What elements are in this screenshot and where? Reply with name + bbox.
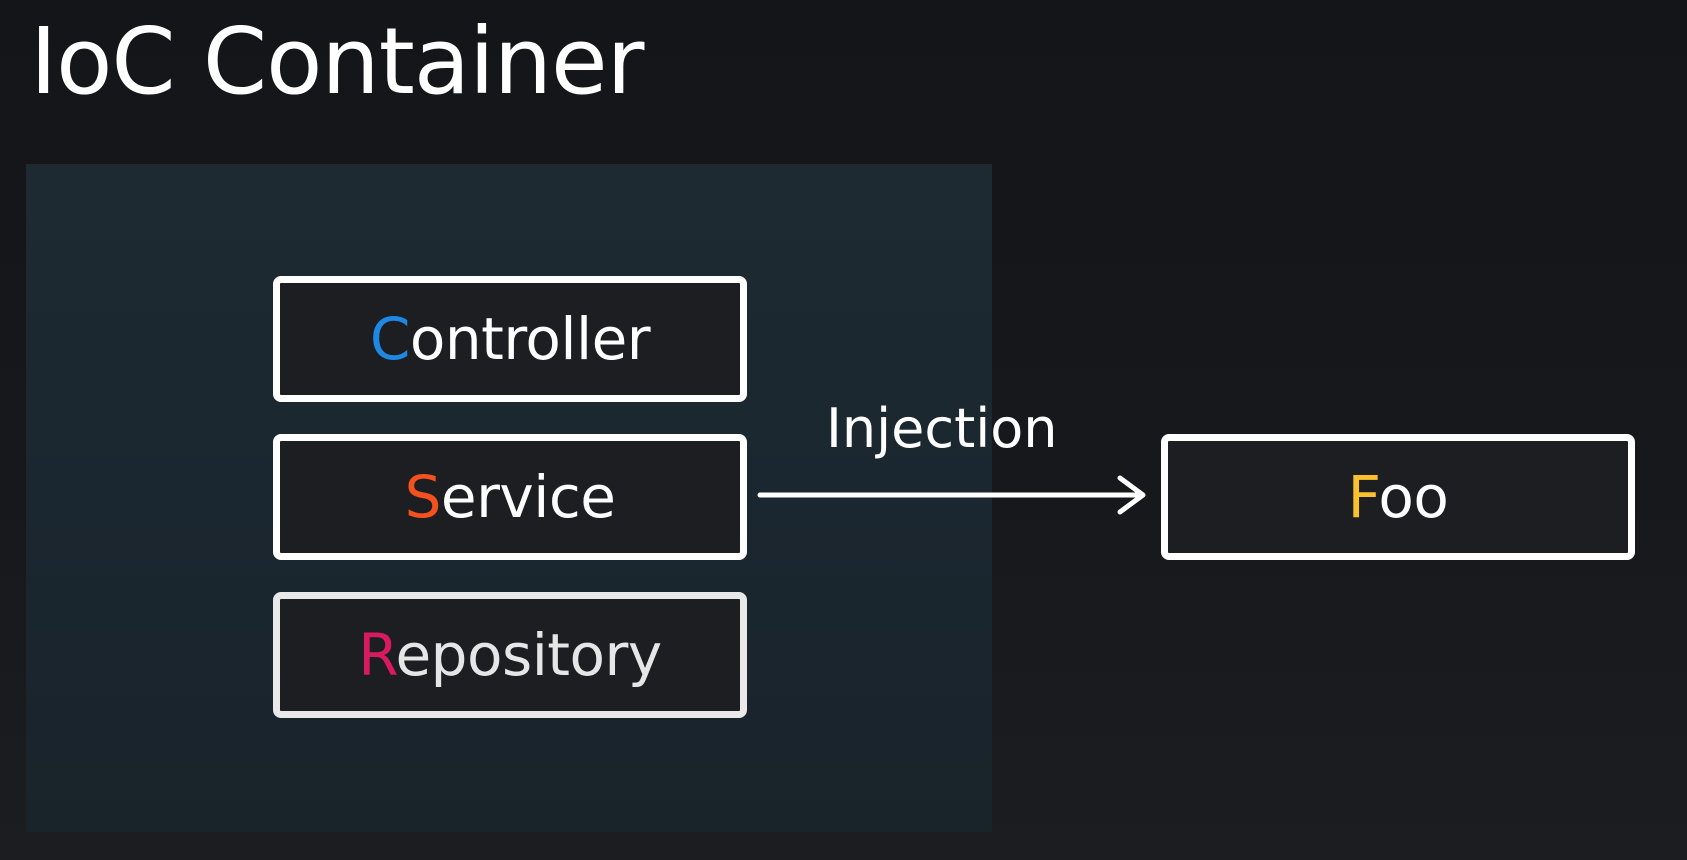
injection-arrow (757, 475, 1146, 515)
repository-label: Repository (358, 626, 662, 684)
foo-label: Foo (1348, 468, 1449, 526)
service-box: Service (273, 434, 747, 560)
controller-label: Controller (370, 310, 651, 368)
foo-box: Foo (1161, 434, 1635, 560)
controller-box: Controller (273, 276, 747, 402)
repository-box: Repository (273, 592, 747, 718)
controller-initial: C (369, 305, 411, 373)
page-title: IoC Container (30, 8, 644, 115)
service-label: Service (405, 468, 616, 526)
injection-label: Injection (826, 397, 1058, 460)
repository-label-rest: epository (395, 621, 662, 689)
foo-label-rest: oo (1378, 463, 1449, 531)
foo-initial: F (1347, 463, 1379, 531)
controller-label-rest: ontroller (409, 305, 651, 373)
arrow-head (1117, 475, 1146, 515)
repository-initial: R (358, 621, 396, 689)
service-label-rest: ervice (440, 463, 616, 531)
service-initial: S (404, 463, 442, 531)
